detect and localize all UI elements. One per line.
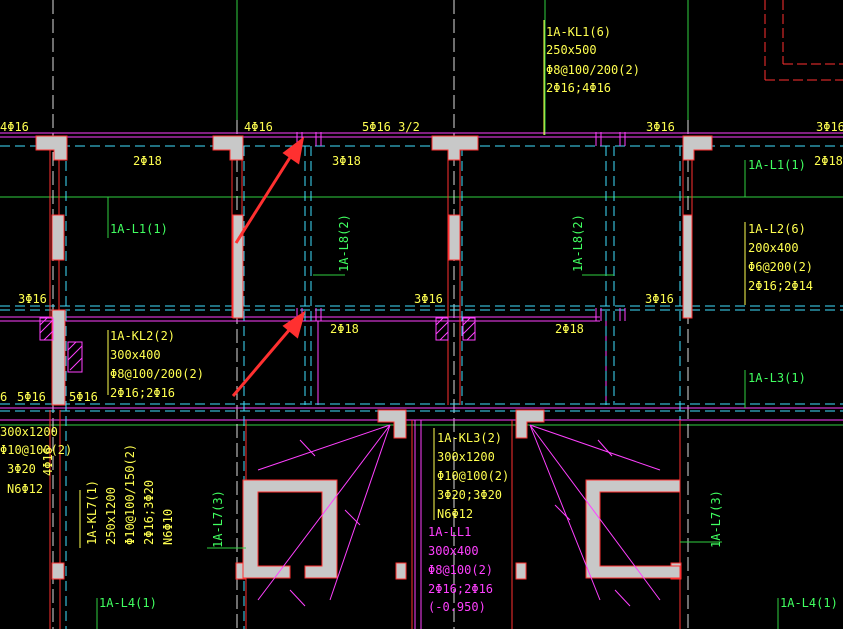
rebar-label: 5Φ16 3/2 [362,120,420,134]
beam-name: 1A-KL1(6) [546,25,611,39]
column-1 [35,135,68,161]
beam-size: 300x1200 [0,425,58,439]
column-6 [232,214,244,319]
beam-kl3-annotation: 1A-KL3(2) 300x1200 Φ10@100(2) 3Φ20;3Φ20 … [437,431,509,521]
beam-size: 250x1200 [104,487,118,545]
beam-stirrups: Φ10@100(2) [437,469,509,483]
beam-name: 1A-LL1 [428,525,471,539]
beam-elevation: (-0.950) [428,600,486,614]
rebar-ticks [296,132,626,321]
secondary-beam-label: 1A-L4(1) [780,596,838,610]
column-10 [51,562,65,580]
rebar-label: 4Φ16 [0,120,29,134]
beam-stirrups: Φ10@100(2) [0,443,72,457]
beam-bars-2: 4Φ16 [41,447,55,476]
beam-bars: 3Φ20 [7,462,36,476]
beam-bars: 2Φ16;2Φ16 [110,386,175,400]
rebar-label: 5Φ16 [17,390,46,404]
annotation-arrows [231,136,306,397]
hatched-columns [39,317,476,373]
beam-name: 1A-L2(6) [748,222,806,236]
rebar-label: 2Φ18 [555,322,584,336]
beam-side: N6Φ12 [437,507,473,521]
beam-bars: 3Φ20;3Φ20 [437,488,502,502]
arrow-upper-head [282,136,305,165]
column-5 [51,214,65,261]
beam-bars: 2Φ16;2Φ14 [748,279,813,293]
core-wall-right [585,479,681,579]
column-3 [431,135,479,161]
shaft-diagonals [257,424,661,607]
rebar-label: 3Φ16 [645,292,674,306]
beam-stirrups: Φ8@100/200(2) [110,367,204,381]
beam-size: 200x400 [748,241,799,255]
arrow-lower-head [282,310,306,339]
beam-lines [0,132,843,629]
column-16 [515,409,545,439]
rebar-label: 2Φ18 [330,322,359,336]
beam-bars: 2Φ16;3Φ20 [142,480,156,545]
column-7 [448,214,461,261]
beam-kl2-annotation: 1A-KL2(2) 300x400 Φ8@100/200(2) 2Φ16;2Φ1… [110,329,204,400]
secondary-beam-label: 1A-L8(2) [337,214,351,272]
beam-size: 300x400 [110,348,161,362]
beam-l2-annotation: 1A-L2(6) 200x400 Φ6@200(2) 2Φ16;2Φ14 [748,222,813,293]
outline-top-right [764,0,843,81]
beam-bars: 2Φ16;4Φ16 [546,81,611,95]
rebar-label: 4Φ16 [244,120,273,134]
rebar-label: 3Φ16 [646,120,675,134]
column-2 [212,135,244,161]
secondary-beam-label: 1A-L4(1) [99,596,157,610]
beam-name: 1A-KL2(2) [110,329,175,343]
arrow-upper [234,147,298,244]
secondary-beam-label: 1A-L7(3) [709,490,723,548]
cyan-axes [0,145,843,629]
rebar-label: 3Φ16 [18,292,47,306]
rebar-label: 3Φ16 [816,120,843,134]
beam-size: 300x400 [428,544,479,558]
leader-lines [96,160,779,629]
beam-stirrups: Φ8@100(2) [428,563,493,577]
beam-name: 1A-KL7(1) [85,480,99,545]
column-4 [682,135,713,161]
secondary-beam-label: 1A-L8(2) [571,214,585,272]
rebar-label: 2Φ18 [133,154,162,168]
columns [35,135,713,580]
beam-name: 1A-KL3(2) [437,431,502,445]
secondary-beam-label: 1A-L1(1) [110,222,168,236]
beam-stirrups: Φ6@200(2) [748,260,813,274]
column-13 [515,562,527,580]
rebar-label: 2Φ18 [814,154,843,168]
beam-kl7-annotation: 1A-KL7(1) 250x1200 Φ10@100/150(2) 2Φ16;3… [85,444,175,545]
column-12 [395,562,407,580]
beam-bars: 2Φ16;2Φ16 [428,582,493,596]
column-8 [682,214,693,319]
rebar-label: 6 [0,390,7,404]
beam-size: 300x1200 [437,450,495,464]
rebar-label: 5Φ16 [69,390,98,404]
beam-size: 250x500 [546,43,597,57]
beam-kl1-annotation: 1A-KL1(6) 250x500 Φ8@100/200(2) 2Φ16;4Φ1… [546,25,640,95]
beam-stirrups: Φ10@100/150(2) [123,444,137,545]
core-wall-left [242,479,338,579]
column-15 [377,409,407,439]
beam-side: N6Φ12 [7,482,43,496]
yellow-leaders [79,20,746,548]
rebar-label: 3Φ16 [414,292,443,306]
rebar-label: 3Φ18 [332,154,361,168]
lintel-ll1-annotation: 1A-LL1 300x400 Φ8@100(2) 2Φ16;2Φ16 (-0.9… [428,525,493,614]
secondary-beam-label: 1A-L3(1) [748,371,806,385]
secondary-beam-label: 1A-L1(1) [748,158,806,172]
beam-side: N6Φ10 [161,509,175,545]
column-9 [51,309,66,406]
beam-stirrups: Φ8@100/200(2) [546,63,640,77]
secondary-beam-label: 1A-L7(3) [211,490,225,548]
beam-left-annotation: 300x1200 Φ10@100(2) 3Φ20 4Φ16 N6Φ12 [0,425,72,496]
arrow-lower [231,321,298,397]
